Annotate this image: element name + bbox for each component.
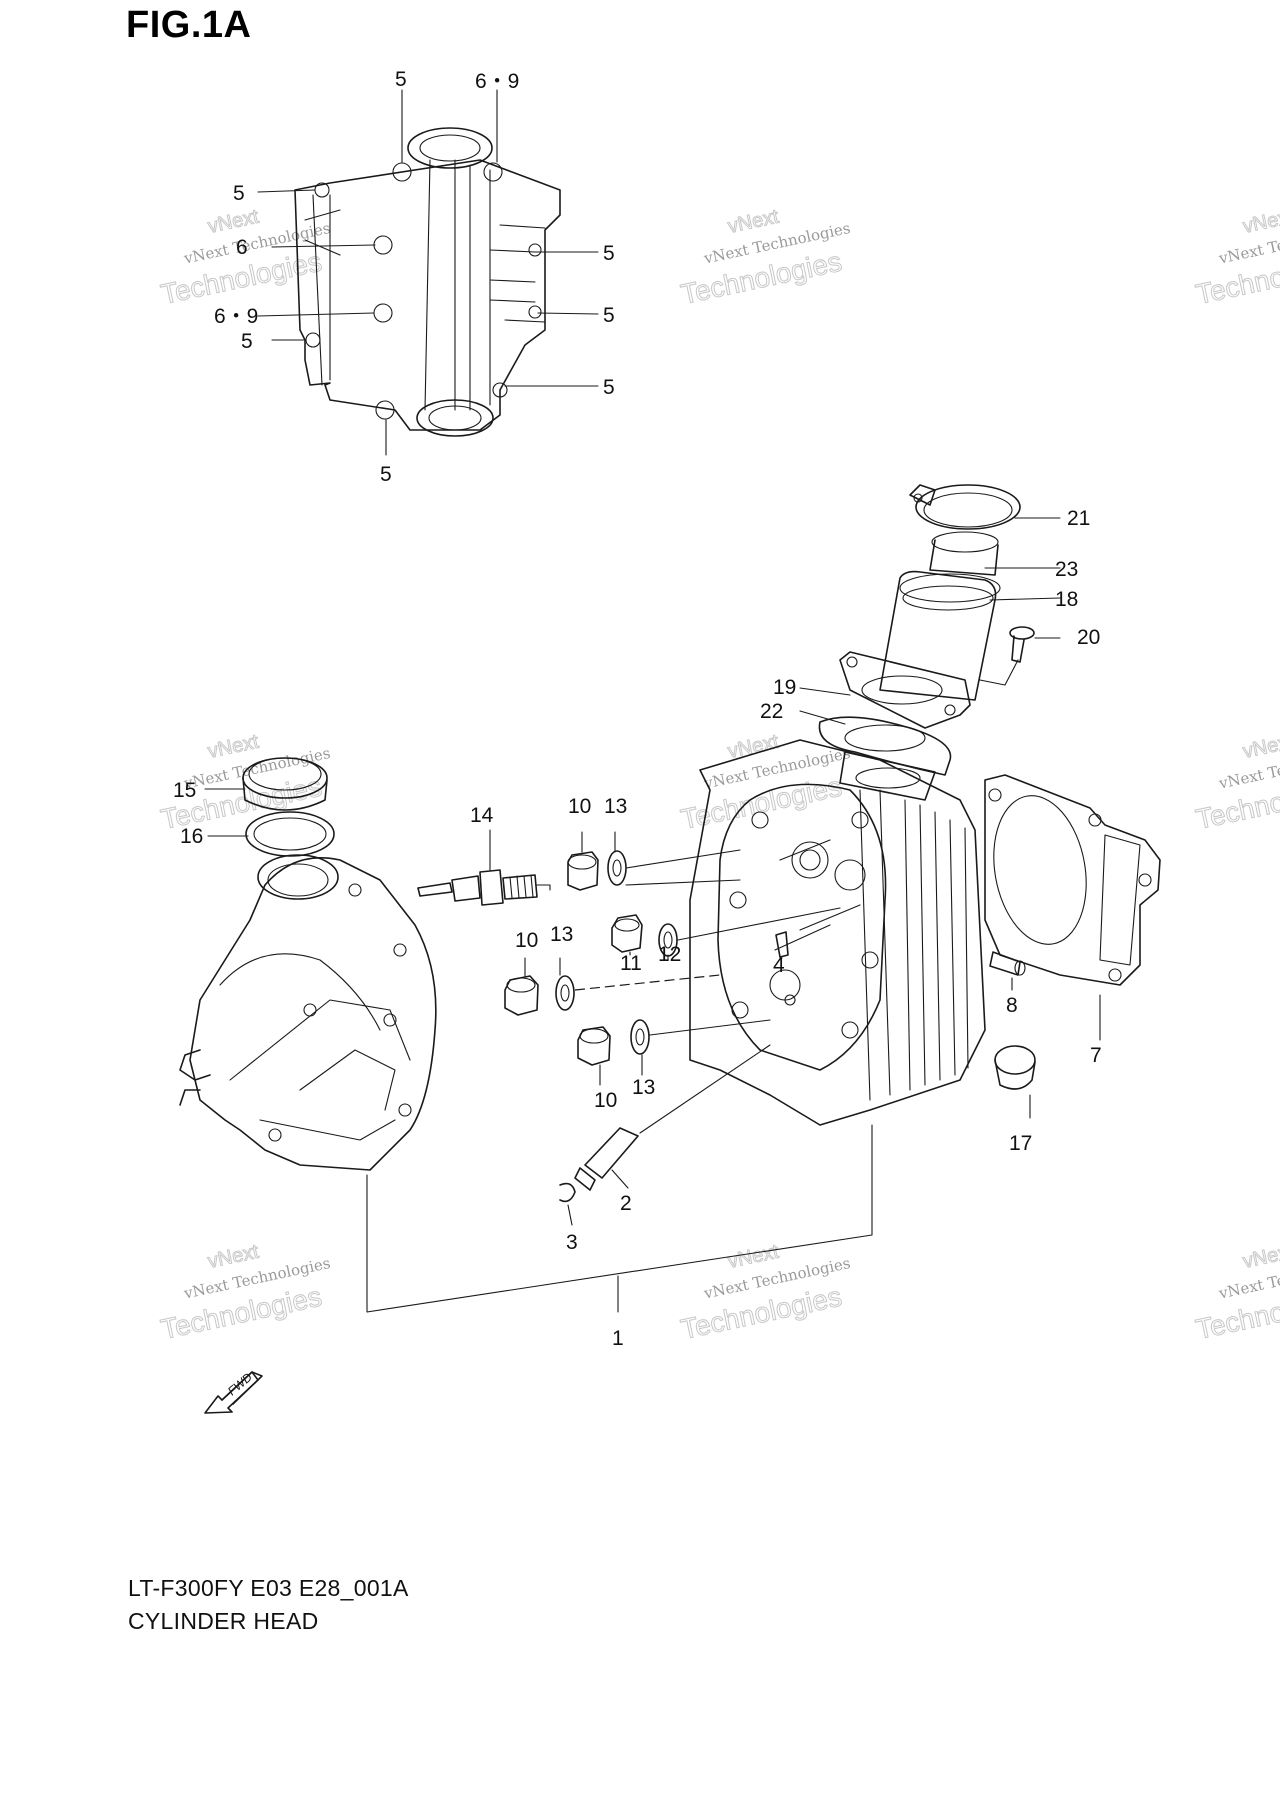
cylinder-head-gasket: [984, 774, 1161, 1041]
callout-c20: 10: [568, 795, 591, 818]
callout-c28: 7: [1090, 1044, 1102, 1067]
callout-c34: 1: [612, 1327, 624, 1350]
figure-title: FIG.1A: [126, 4, 252, 46]
callout-c31: 17: [1009, 1132, 1032, 1155]
svg-text:vNext: vNext: [1241, 731, 1280, 763]
callout-c2: 6・9: [475, 70, 519, 93]
cylinder-head-top-view: [257, 89, 599, 456]
callout-labels: 5 6・9 5 6 5 6・9 5 5 5 5 21 23 18 20 19 2…: [173, 68, 1102, 1350]
callout-c16: 22: [760, 700, 783, 723]
fastener-set: [504, 831, 841, 1086]
callout-c32: 2: [620, 1192, 632, 1215]
watermark: vNext vNext Technologies Technologies: [678, 205, 852, 310]
callout-c26: 4: [773, 954, 785, 977]
callout-c12: 23: [1055, 558, 1078, 581]
watermark: vNext vNext Technologies Technologies: [678, 1240, 852, 1345]
callout-c27: 8: [1006, 994, 1018, 1017]
diagram-name: CYLINDER HEAD: [128, 1608, 319, 1634]
filler-cap-assembly: [204, 757, 335, 857]
callout-c10: 5: [380, 463, 392, 486]
callout-c23: 13: [550, 923, 573, 946]
callout-c17: 15: [173, 779, 196, 802]
watermark: vNext vNext Technologies Technologies: [678, 730, 852, 835]
callout-c6: 6・9: [214, 305, 258, 328]
callout-c30: 13: [632, 1076, 655, 1099]
spark-plug: [417, 829, 551, 906]
valve-guide: [559, 1044, 771, 1226]
watermark: vNext vNext Technologies Technologies: [158, 1240, 332, 1345]
intake-pipe-assembly: [799, 484, 1061, 801]
callout-c1: 5: [395, 68, 407, 91]
callout-c33: 3: [566, 1231, 578, 1254]
callout-c21: 13: [604, 795, 627, 818]
diagram-code: LT-F300FY E03 E28_001A: [128, 1575, 409, 1601]
callout-c8: 5: [241, 330, 253, 353]
svg-text:vNext: vNext: [206, 206, 261, 238]
callout-c3: 5: [233, 182, 245, 205]
svg-text:vNext: vNext: [206, 1241, 261, 1273]
watermark: vNext vNext Technologies Technologies: [1193, 730, 1280, 835]
callout-c13: 18: [1055, 588, 1078, 611]
svg-text:vNext: vNext: [726, 1241, 781, 1273]
callout-c29: 10: [594, 1089, 617, 1112]
fwd-arrow-icon: FWD: [204, 1370, 263, 1414]
plug-part-17: [994, 1045, 1036, 1119]
callout-c7: 5: [603, 304, 615, 327]
callout-c11: 21: [1067, 507, 1090, 530]
watermark: vNext vNext Technologies Technologies: [1193, 205, 1280, 310]
assembly-bracket: [366, 1124, 873, 1313]
callout-c5: 5: [603, 242, 615, 265]
callout-c15: 19: [773, 676, 796, 699]
svg-text:vNext: vNext: [1241, 1241, 1280, 1273]
callout-c4: 6: [236, 236, 248, 259]
cylinder-head-cover: [179, 854, 437, 1171]
svg-text:vNext: vNext: [206, 731, 261, 763]
callout-c18: 16: [180, 825, 203, 848]
callout-c14: 20: [1077, 626, 1100, 649]
callout-c24: 11: [620, 952, 642, 975]
callout-c25: 12: [658, 943, 681, 966]
cylinder-head-block: [689, 739, 1026, 1126]
watermark: vNext vNext Technologies Technologies: [1193, 1240, 1280, 1345]
watermark-group: vNext vNext Technologies Technologies vN…: [158, 205, 1280, 1345]
callout-c22: 10: [515, 929, 538, 952]
svg-text:vNext: vNext: [726, 731, 781, 763]
callout-c19: 14: [470, 804, 494, 827]
svg-text:vNext: vNext: [1241, 206, 1280, 238]
callout-c9: 5: [603, 376, 615, 399]
svg-text:vNext: vNext: [726, 206, 781, 238]
